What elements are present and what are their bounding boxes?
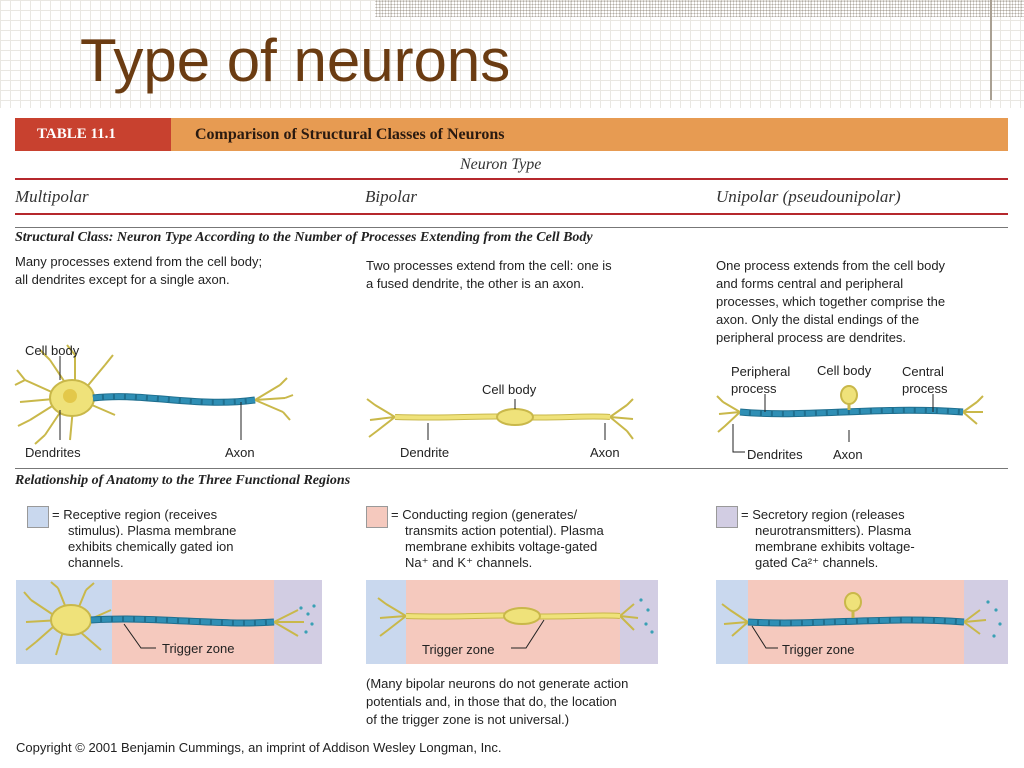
functional-rule [15,468,1008,469]
unipolar-description: One process extends from the cell body a… [716,258,946,345]
table-header-bar: TABLE 11.1 Comparison of Structural Clas… [15,118,1008,151]
bipolar-footnote: (Many bipolar neurons do not generate ac… [366,676,629,727]
neuron-type-header: Neuron Type [460,156,542,173]
bipolar-neuron-illustration [366,398,634,440]
multipolar-cell-body-label: Cell body [25,343,80,358]
unipolar-axon-label: Axon [833,447,863,462]
copyright-notice: Copyright © 2001 Benjamin Cummings, an i… [16,740,502,755]
receptive-region-legend: = Receptive region (receives stimulus). … [52,507,237,570]
secretory-region-swatch [716,506,738,528]
table-caption: Comparison of Structural Classes of Neur… [195,126,505,143]
conducting-region-swatch [366,506,388,528]
unipolar-cell-body-label: Cell body [817,363,872,378]
peripheral-process-label: Peripheral process [731,364,791,396]
bipolar-axon-label: Axon [590,445,620,460]
column-multipolar: Multipolar [15,187,89,206]
bipolar-dendrite-label: Dendrite [400,445,450,460]
bipolar-functional-regions [366,580,658,664]
unipolar-trigger-zone-label: Trigger zone [782,642,855,657]
central-process-label: Central process [902,364,948,396]
bipolar-cell-body-label: Cell body [482,382,537,397]
structural-section-heading: Structural Class: Neuron Type According … [15,230,593,245]
multipolar-functional-regions [16,580,322,664]
multipolar-axon-label: Axon [225,445,255,460]
grid-background [0,0,1024,108]
functional-section-heading: Relationship of Anatomy to the Three Fun… [15,473,351,488]
conducting-region-legend: = Conducting region (generates/ transmit… [391,507,604,570]
column-rule [15,213,1008,215]
column-bipolar: Bipolar [365,187,417,206]
unipolar-dendrites-label: Dendrites [747,447,803,462]
multipolar-neuron-illustration [14,344,294,445]
secretory-region-legend: = Secretory region (releases neurotransm… [741,507,915,570]
bipolar-trigger-zone-label: Trigger zone [422,642,495,657]
dotted-band-decoration [375,0,1024,17]
section-rule [15,227,1008,228]
receptive-region-swatch [27,506,49,528]
slide-title: Type of neurons [80,27,511,94]
column-unipolar: Unipolar (pseudounipolar) [716,187,901,206]
multipolar-trigger-zone-label: Trigger zone [162,641,235,656]
header-rule [15,178,1008,180]
unipolar-neuron-illustration [716,385,984,453]
vertical-divider-line [990,0,992,100]
bipolar-description: Two processes extend from the cell: one … [366,258,612,291]
multipolar-description: Many processes extend from the cell body… [15,254,263,287]
table-number-tag: TABLE 11.1 [15,118,171,151]
multipolar-dendrites-label: Dendrites [25,445,81,460]
unipolar-functional-regions [716,580,1008,664]
